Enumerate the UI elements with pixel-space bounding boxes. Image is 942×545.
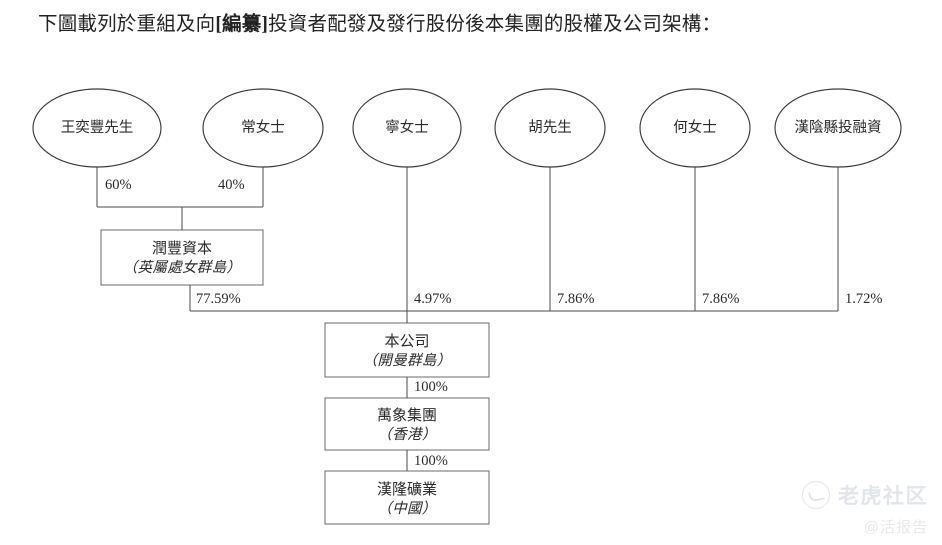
page-title-suffix: 投資者配發及發行股份後本集團的股權及公司架構：: [268, 14, 722, 35]
node-shareholder-chang[interactable]: [202, 88, 324, 168]
node-shareholder-hanyin[interactable]: [774, 88, 902, 168]
page-title: 下圖載列於重組及向[編纂]投資者配發及發行股份後本集團的股權及公司架構：: [38, 12, 928, 38]
watermark: 老虎社区 @活报告: [748, 480, 928, 537]
page-title-emphasis: [編纂]: [215, 14, 269, 35]
node-shareholder-he[interactable]: [639, 88, 751, 168]
node-entity-company[interactable]: [324, 322, 490, 378]
page-title-prefix: 下圖載列於重組及向: [38, 14, 216, 35]
pct-chang-to-runfeng: 40%: [218, 177, 245, 193]
tiger-logo-icon: [802, 481, 830, 509]
node-shareholder-ning[interactable]: [352, 88, 462, 168]
pct-ning-to-company: 4.97%: [414, 291, 452, 307]
watermark-handle: @活报告: [863, 519, 928, 536]
pct-hu-to-company: 7.86%: [557, 291, 595, 307]
node-entity-wanxiang[interactable]: [324, 397, 490, 451]
pct-hanyin-to-company: 1.72%: [845, 291, 883, 307]
watermark-brand: 老虎社区: [838, 485, 928, 508]
pct-wanxiang-to-hanlong: 100%: [414, 453, 448, 469]
watermark-top-row: 老虎社区: [748, 480, 928, 510]
node-shareholder-hu[interactable]: [494, 88, 606, 168]
node-entity-hanlong[interactable]: [324, 470, 490, 525]
pct-wang-to-runfeng: 60%: [105, 177, 132, 193]
pct-company-to-wanxiang: 100%: [414, 379, 448, 395]
pct-he-to-company: 7.86%: [702, 291, 740, 307]
node-shareholder-wang[interactable]: [32, 88, 162, 168]
node-entity-runfeng[interactable]: [100, 229, 264, 286]
pct-runfeng-to-company: 77.59%: [196, 291, 241, 307]
